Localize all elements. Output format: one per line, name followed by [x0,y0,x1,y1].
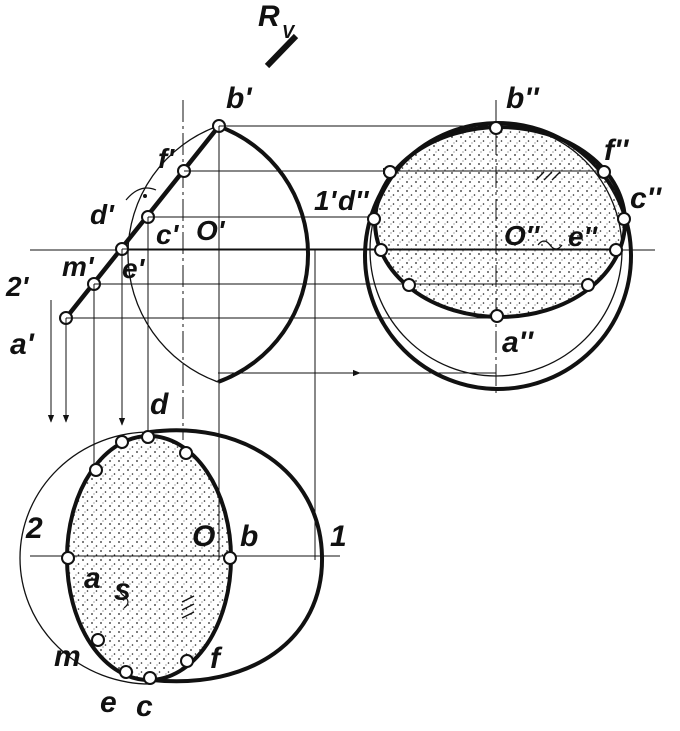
point-b-top [223,551,237,565]
top-s-curve [119,583,129,609]
side-hatch-mark [535,171,561,181]
point-e-top [119,665,133,679]
label-plane-sub: V [282,22,296,42]
label-e: e [100,686,117,719]
point-b2 [489,121,503,135]
label-a: a [84,562,101,595]
point-e2-left [374,243,388,257]
top-view-thin-outline [19,431,151,685]
label-one: 1 [330,520,347,553]
point-a-top [61,551,75,565]
point-d-top [141,430,155,444]
point-a2 [490,309,504,323]
label-two: 2 [25,512,43,545]
plane-label [264,33,299,69]
labels: R V b' f' d' c' O' e' m' 2' a' 1' b'' f'… [5,0,662,723]
label-f: f [210,642,223,675]
point-f2 [597,165,611,179]
point-c2 [617,212,631,226]
point-m2 [581,278,595,292]
label-plane: R [258,0,280,33]
point-e2 [609,243,623,257]
point-d-top-left [115,435,129,449]
label-b1: b' [226,82,252,115]
label-o: O [192,520,215,553]
label-s: S [114,579,130,606]
point-f2-left [383,165,397,179]
right-angle-arc [125,187,157,201]
label-a2: a'' [502,326,534,359]
label-b: b [240,520,258,553]
front-view-outline-thin [127,125,219,383]
label-d2: d'' [338,185,370,216]
label-one1: 1' [314,185,338,216]
label-c1: c' [156,219,180,250]
label-m: m [54,640,81,673]
point-d2 [367,212,381,226]
top-hatch-mark [181,595,195,619]
label-m1: m' [62,251,95,282]
side-tilde-mark [537,240,563,250]
label-e2: e'' [568,221,598,252]
label-d: d [150,388,169,421]
label-o2: O'' [504,220,540,251]
top-view [19,428,340,685]
front-view-outline-thick [217,124,310,384]
label-o1: O' [196,215,226,246]
label-two1: 2' [5,271,30,302]
label-a1: a' [10,328,35,361]
point-m2-left [402,278,416,292]
label-f2: f'' [604,134,629,167]
label-b2: b'' [506,82,539,115]
label-e1: e' [122,253,146,284]
plane-trace-stub [264,33,299,69]
label-f1: f' [158,143,175,174]
label-c2: c'' [630,182,662,215]
label-c: c [136,690,153,723]
point-c-top [143,671,157,685]
point-f-top [180,654,194,668]
point-m-top [91,633,105,647]
point-f-top-upper [179,446,193,460]
point-m-top-upper [89,463,103,477]
label-d1: d' [90,199,115,230]
side-view [340,100,655,395]
